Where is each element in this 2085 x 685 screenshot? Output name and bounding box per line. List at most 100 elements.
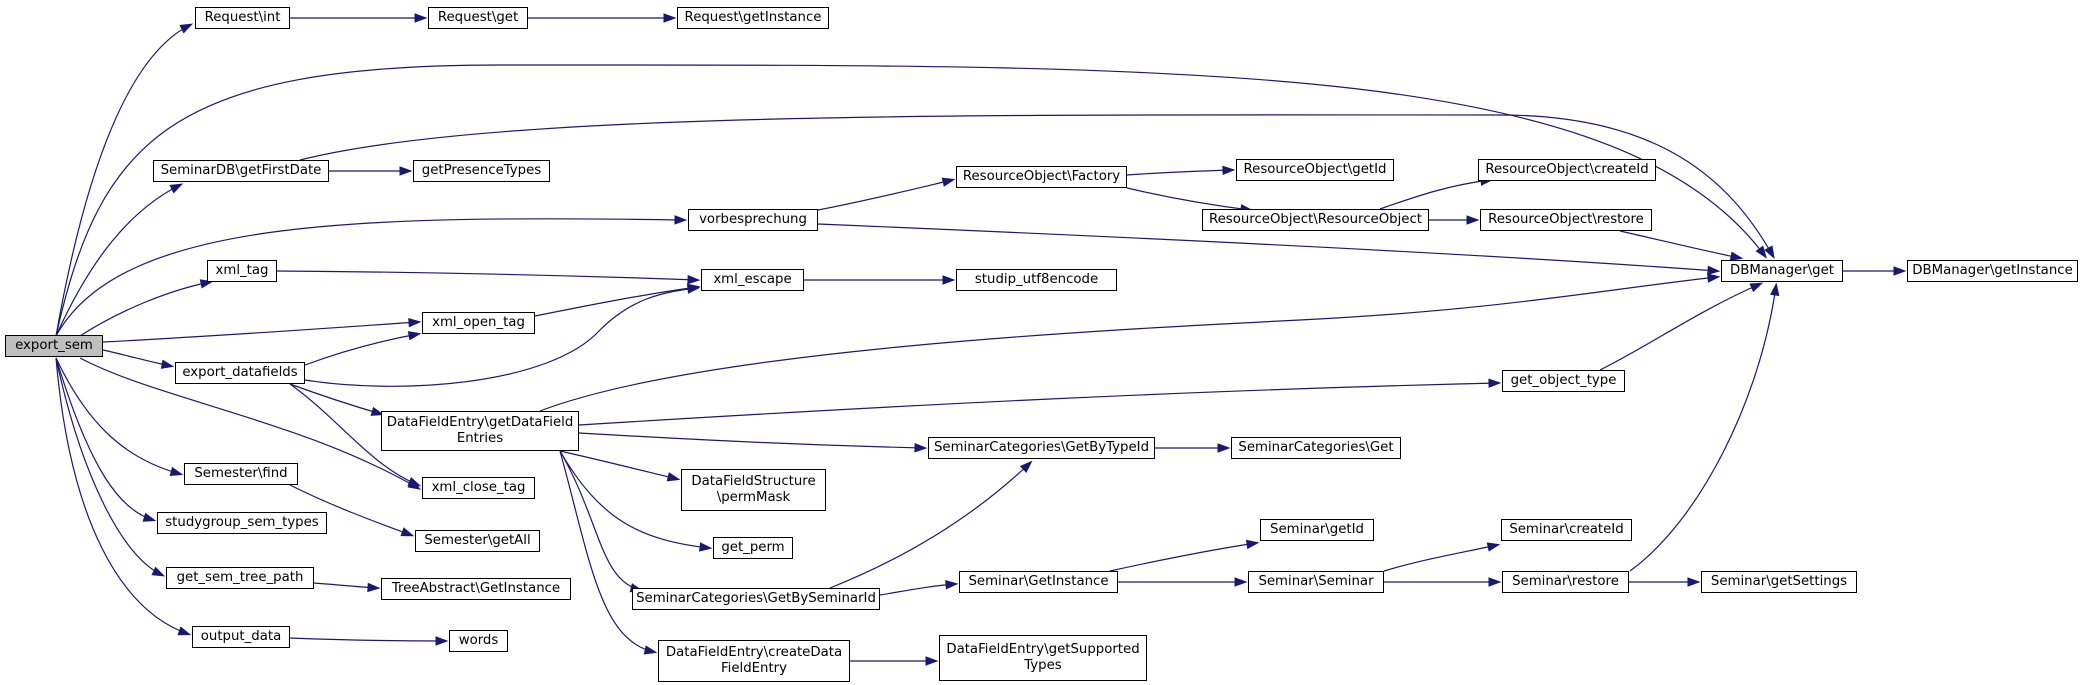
- node-resourceobject-restore[interactable]: ResourceObject\restore: [1480, 209, 1652, 231]
- node-label: ResourceObject\Factory: [962, 169, 1121, 184]
- edge-get-object-type-to-dbmanager-get: [1599, 283, 1761, 371]
- edge-datafieldentry-getdatafieldentries-to-get-perm: [559, 450, 710, 549]
- node-label: xml_escape: [713, 272, 792, 287]
- edge-seminarcategories-getbyseminarid-to-seminarcategories-getbytypeid: [829, 462, 1031, 589]
- edge-resourceobject-factory-to-resourceobject-resourceobject: [1126, 187, 1251, 211]
- arrowhead: [370, 406, 385, 416]
- node-label: ResourceObject\ResourceObject: [1208, 212, 1423, 227]
- node-studygroup-sem-types[interactable]: studygroup_sem_types: [157, 512, 327, 534]
- arrowhead: [151, 566, 166, 577]
- node-semester-getall[interactable]: Semester\getAll: [415, 530, 540, 552]
- arrowhead: [1893, 266, 1907, 276]
- arrowhead: [160, 359, 175, 369]
- node-getpresencetypes[interactable]: getPresenceTypes: [413, 160, 550, 182]
- node-seminar-createid[interactable]: Seminar\createId: [1501, 519, 1632, 541]
- arrowhead: [1486, 542, 1501, 552]
- node-get-perm[interactable]: get_perm: [713, 537, 793, 559]
- arrowhead: [674, 215, 688, 225]
- arrowhead: [942, 275, 956, 285]
- node-request-get[interactable]: Request\get: [428, 7, 528, 29]
- arrowhead: [1488, 378, 1502, 388]
- edge-export-datafields-to-datafieldentry-getdatafieldentries: [289, 383, 382, 415]
- node-semester-find[interactable]: Semester\find: [184, 463, 298, 485]
- node-resourceobject-createid[interactable]: ResourceObject\createId: [1478, 159, 1656, 181]
- node-get-sem-tree-path[interactable]: get_sem_tree_path: [166, 567, 314, 589]
- edge-datafieldentry-getdatafieldentries-to-datafieldentry-createdatafieldentry: [559, 450, 655, 653]
- node-words[interactable]: words: [449, 630, 508, 652]
- node-datafieldentry-getsupportedtypes[interactable]: DataFieldEntry\getSupported Types: [939, 635, 1147, 681]
- node-label: studip_utf8encode: [974, 272, 1099, 287]
- node-resourceobject-factory[interactable]: ResourceObject\Factory: [956, 166, 1127, 188]
- node-dbmanager-getinstance[interactable]: DBManager\getInstance: [1907, 260, 2078, 282]
- node-label: xml_close_tag: [431, 480, 526, 495]
- edge-xml-open-tag-to-xml-escape: [534, 286, 698, 317]
- node-label: get_perm: [721, 540, 785, 555]
- arrowhead: [177, 626, 192, 636]
- arrowhead: [142, 512, 157, 522]
- node-label: Seminar\Seminar: [1258, 574, 1374, 589]
- node-datafieldentry-getdatafieldentries[interactable]: DataFieldEntry\getDataField Entries: [381, 411, 579, 451]
- node-label: words: [458, 633, 499, 648]
- node-dbmanager-get[interactable]: DBManager\get: [1721, 260, 1843, 282]
- arrowhead: [408, 317, 422, 328]
- node-request-int[interactable]: Request\int: [195, 7, 290, 29]
- node-label: Request\get: [437, 10, 519, 25]
- node-xml-open-tag[interactable]: xml_open_tag: [422, 312, 535, 334]
- node-seminarcategories-get[interactable]: SeminarCategories\Get: [1231, 437, 1401, 459]
- arrowhead: [407, 479, 422, 490]
- node-label: export_sem: [15, 338, 93, 353]
- node-seminar-getinstance[interactable]: Seminar\GetInstance: [959, 571, 1118, 593]
- node-label: DataFieldEntry\getDataField Entries: [386, 415, 574, 446]
- node-label: TreeAbstract\GetInstance: [391, 581, 561, 596]
- edge-resourceobject-resourceobject-to-resourceobject-createid: [1379, 179, 1491, 210]
- arrowhead: [1217, 443, 1231, 453]
- arrowhead: [687, 284, 701, 294]
- edge-datafieldentry-getdatafieldentries-to-seminarcategories-getbytypeid: [578, 432, 925, 449]
- node-treeabstract-getinstance[interactable]: TreeAbstract\GetInstance: [381, 578, 571, 600]
- node-vorbesprechung[interactable]: vorbesprechung: [688, 209, 818, 231]
- arrowhead: [1729, 251, 1744, 261]
- node-label: DBManager\getInstance: [1912, 263, 2073, 278]
- node-xml-escape[interactable]: xml_escape: [701, 269, 804, 291]
- node-label: DataFieldEntry\getSupported Types: [946, 642, 1140, 673]
- arrowhead: [1019, 460, 1033, 473]
- node-seminar-getid[interactable]: Seminar\getId: [1260, 519, 1374, 541]
- edge-seminar-seminar-to-seminar-createid: [1383, 544, 1498, 572]
- node-seminardb-getfirstdate[interactable]: SeminarDB\getFirstDate: [153, 160, 329, 182]
- node-get-object-type[interactable]: get_object_type: [1502, 370, 1625, 392]
- arrowhead: [169, 183, 184, 194]
- node-seminarcategories-getbytypeid[interactable]: SeminarCategories\GetByTypeId: [928, 437, 1155, 459]
- node-export-datafields[interactable]: export_datafields: [175, 362, 305, 384]
- node-label: ResourceObject\getId: [1243, 162, 1387, 177]
- edge-export-sem-to-dbmanager-get: [55, 64, 1766, 337]
- node-xml-tag[interactable]: xml_tag: [207, 260, 277, 282]
- node-resourceobject-getid[interactable]: ResourceObject\getId: [1236, 159, 1394, 181]
- arrowhead: [1764, 245, 1775, 260]
- edge-export-sem-to-request-int: [55, 24, 191, 337]
- node-label: Semester\find: [194, 466, 288, 481]
- node-request-getinstance[interactable]: Request\getInstance: [677, 7, 829, 29]
- node-seminar-restore[interactable]: Seminar\restore: [1502, 571, 1629, 593]
- node-datafieldstructure-permmask[interactable]: DataFieldStructure \permMask: [681, 469, 826, 511]
- edge-export-datafields-to-xml-open-tag: [304, 333, 419, 366]
- node-label: vorbesprechung: [699, 212, 807, 227]
- edge-export-datafields-to-xml-close-tag: [289, 383, 419, 486]
- node-xml-close-tag[interactable]: xml_close_tag: [422, 477, 535, 499]
- node-seminar-seminar[interactable]: Seminar\Seminar: [1248, 571, 1384, 593]
- arrowhead: [1222, 165, 1236, 176]
- edge-datafieldentry-getdatafieldentries-to-dbmanager-get: [539, 276, 1718, 412]
- node-resourceobject-resourceobject[interactable]: ResourceObject\ResourceObject: [1202, 209, 1429, 231]
- node-label: SeminarCategories\Get: [1238, 440, 1394, 455]
- node-export-sem[interactable]: export_sem: [5, 335, 103, 357]
- arrowhead: [1707, 265, 1721, 276]
- node-datafieldentry-createdatafieldentry[interactable]: DataFieldEntry\createData FieldEntry: [658, 640, 850, 682]
- node-output-data[interactable]: output_data: [192, 626, 290, 648]
- node-seminar-getsettings[interactable]: Seminar\getSettings: [1701, 571, 1857, 593]
- node-label: ResourceObject\restore: [1488, 212, 1644, 227]
- node-seminarcategories-getbyseminarid[interactable]: SeminarCategories\GetBySeminarId: [632, 588, 880, 610]
- node-label: xml_tag: [215, 263, 269, 278]
- node-label: Seminar\GetInstance: [968, 574, 1109, 589]
- node-studip-utf8encode[interactable]: studip_utf8encode: [956, 269, 1117, 291]
